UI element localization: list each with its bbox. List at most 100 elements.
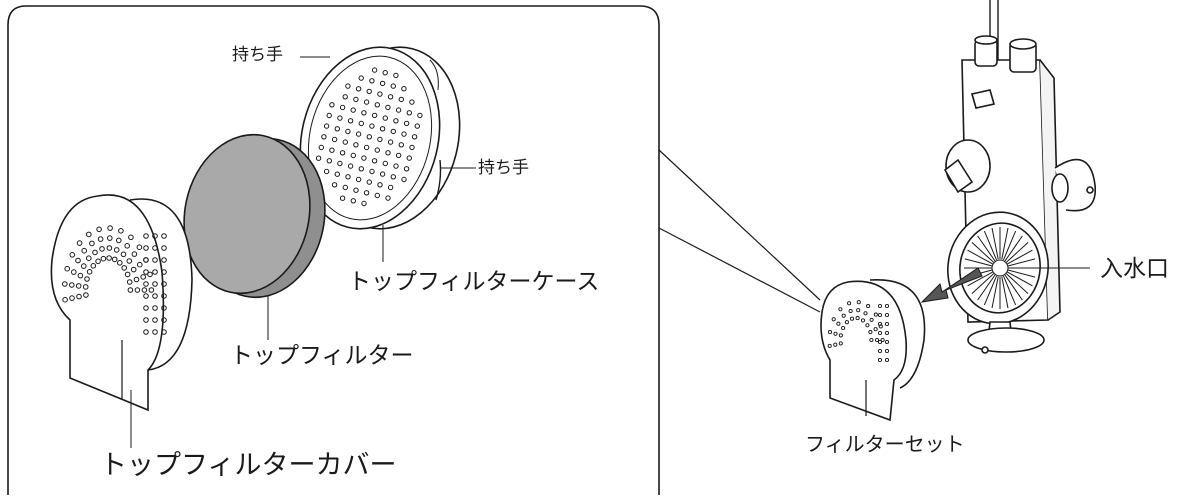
vent-hole <box>107 235 113 241</box>
top-filter-cover-illustration <box>50 194 193 412</box>
grill-slat <box>1005 242 1029 263</box>
label-filter-set: フィルターセット <box>805 432 965 456</box>
vent-hole <box>358 120 364 127</box>
vent-hole <box>877 312 883 318</box>
vent-hole <box>337 115 343 121</box>
vent-hole <box>130 266 137 273</box>
vent-hole <box>76 293 82 300</box>
vent-hole <box>321 134 327 140</box>
vent-hole <box>106 255 112 261</box>
label-water-inlet: 入水口 <box>1100 256 1169 282</box>
vent-hole <box>844 320 849 325</box>
vent-hole <box>318 144 324 151</box>
grill-slat <box>971 242 995 263</box>
callout-frame <box>7 5 660 495</box>
vent-hole <box>355 86 362 92</box>
grill-slat <box>1004 274 1023 301</box>
vent-hole <box>868 330 873 335</box>
vent-hole <box>411 134 418 140</box>
vent-hole <box>361 155 367 161</box>
vent-hole <box>379 126 386 132</box>
vent-hole <box>877 303 883 309</box>
vent-hole <box>884 339 890 345</box>
vent-hole <box>398 142 404 148</box>
vent-hole <box>831 317 836 322</box>
vent-hole <box>90 263 97 269</box>
vent-hole <box>161 305 167 311</box>
vent-hole <box>69 252 76 258</box>
vent-hole <box>148 287 155 293</box>
vent-hole <box>873 327 878 332</box>
vent-hole <box>337 160 343 167</box>
label-top-filter: トップフィルター <box>230 343 414 369</box>
vent-hole <box>315 155 322 161</box>
grill-slat <box>1001 276 1009 309</box>
vent-hole <box>86 231 92 238</box>
vent-hole <box>152 269 158 275</box>
vent-hole <box>371 158 378 164</box>
vent-hole <box>62 296 68 303</box>
grill-slat <box>1004 235 1023 262</box>
vent-hole <box>869 317 874 322</box>
vent-hole <box>358 166 364 172</box>
vent-hole <box>84 276 90 282</box>
vent-hole <box>143 257 149 263</box>
vent-hole <box>69 282 75 288</box>
vent-hole <box>406 110 412 116</box>
vent-hole <box>393 163 399 169</box>
filter-set-illustration <box>820 279 926 422</box>
vent-hole <box>353 96 359 103</box>
vent-hole <box>833 331 838 336</box>
vent-hole <box>838 307 843 312</box>
vent-hole <box>836 321 841 326</box>
grill-slat <box>967 271 994 287</box>
vent-hole <box>363 99 370 105</box>
vent-hole <box>395 107 402 113</box>
vent-hole <box>401 176 407 183</box>
vent-hole <box>884 303 890 309</box>
vent-hole <box>81 263 87 269</box>
removal-arrow <box>920 267 983 303</box>
grill-slat <box>1001 227 1009 260</box>
vent-hole <box>847 301 852 306</box>
label-top-filter-case: トップフィルターケース <box>348 269 600 295</box>
vent-hole <box>387 139 394 145</box>
vent-hole <box>345 128 351 135</box>
vent-hole <box>75 257 81 264</box>
vent-hole <box>117 260 123 266</box>
vent-hole <box>353 187 359 193</box>
vent-hole <box>409 99 415 105</box>
vent-hole <box>877 321 883 327</box>
vent-hole <box>161 257 167 263</box>
vent-hole <box>369 168 375 175</box>
vent-hole <box>152 233 158 239</box>
vent-hole <box>69 295 75 301</box>
vent-hole <box>866 304 871 309</box>
vent-hole <box>152 257 158 263</box>
vent-hole <box>403 120 410 127</box>
callout-leader-upper <box>658 149 821 301</box>
vent-hole <box>856 308 861 313</box>
vent-hole <box>339 104 346 111</box>
vent-hole <box>152 245 158 251</box>
vent-hole <box>406 155 412 161</box>
vent-hole <box>95 258 101 265</box>
vent-hole <box>385 150 391 156</box>
vent-hole <box>113 247 120 253</box>
vent-hole <box>417 112 423 119</box>
vent-hole <box>880 337 885 343</box>
grill-slat <box>1007 258 1036 267</box>
vent-hole <box>143 269 149 275</box>
vent-hole <box>366 134 372 140</box>
grill-slat <box>971 273 995 294</box>
vent-hole <box>884 357 890 363</box>
grill-slat <box>983 275 997 306</box>
grill-slat <box>1006 271 1033 287</box>
vent-hole <box>856 300 861 305</box>
vent-hole <box>366 179 372 185</box>
vent-hole <box>106 245 113 251</box>
vent-hole <box>884 321 890 327</box>
vent-hole <box>401 86 407 92</box>
vent-hole <box>137 261 143 268</box>
purifier-device-illustration <box>943 0 1097 354</box>
